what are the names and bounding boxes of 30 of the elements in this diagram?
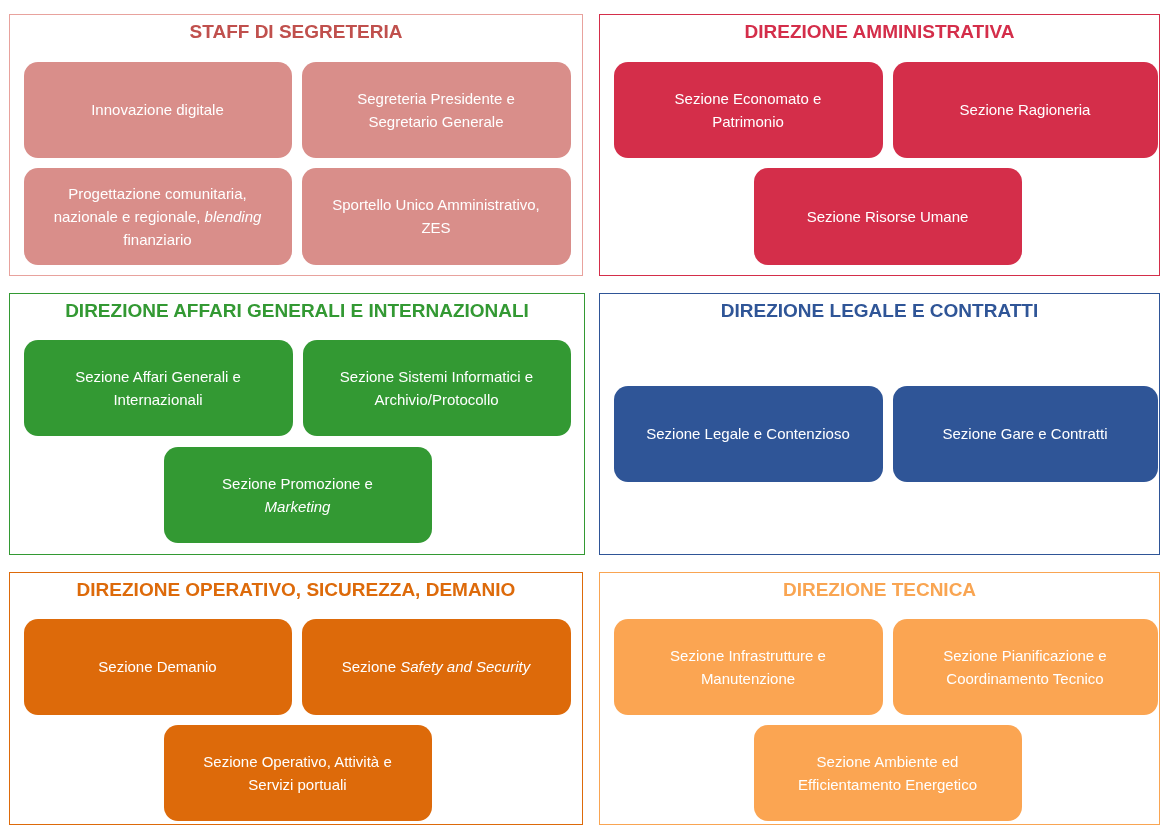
unit-box: Sezione Pianificazione e Coordinamento Tecnico [892, 618, 1158, 715]
section-panel [599, 14, 1160, 276]
section-panel [9, 293, 585, 555]
unit-box: Innovazione digitale [23, 61, 292, 158]
unit-box: Sezione Demanio [23, 618, 292, 715]
unit-box: Sezione Ambiente ed Efficientamento Energetico [753, 724, 1022, 821]
unit-box: Sezione Promozione e Marketing [163, 446, 432, 543]
section-title: STAFF DI SEGRETERIA [188, 21, 404, 43]
section-title: DIREZIONE OPERATIVO, SICUREZZA, DEMANIO [75, 579, 517, 601]
section-panel [9, 14, 583, 276]
section-panel [599, 572, 1160, 825]
unit-box: Sezione Ragioneria [892, 61, 1158, 158]
unit-box: Sezione Sistemi Informatici e Archivio/Protocollo [302, 339, 571, 436]
section-title: DIREZIONE LEGALE E CONTRATTI [719, 300, 1040, 322]
section-title: DIREZIONE TECNICA [781, 579, 978, 601]
section-panel [599, 293, 1160, 555]
unit-box: Sportello Unico Amministrativo, ZES [301, 167, 571, 265]
unit-box: Sezione Infrastrutture e Manutenzione [613, 618, 883, 715]
unit-box: Sezione Operativo, Attività e Servizi portuali [163, 724, 432, 821]
unit-box: Sezione Safety and Security [301, 618, 571, 715]
unit-box: Sezione Legale e Contenzioso [613, 385, 883, 482]
section-title: DIREZIONE AFFARI GENERALI E INTERNAZIONALI [64, 300, 530, 322]
section-title: DIREZIONE AMMINISTRATIVA [743, 21, 1016, 43]
unit-box: Progettazione comunitaria, nazionale e regionale, blending finanziario [23, 167, 292, 265]
unit-box: Sezione Economato e Patrimonio [613, 61, 883, 158]
unit-box: Segreteria Presidente e Segretario Generale [301, 61, 571, 158]
unit-box: Sezione Affari Generali e Internazionali [23, 339, 293, 436]
unit-box: Sezione Gare e Contratti [892, 385, 1158, 482]
unit-box: Sezione Risorse Umane [753, 167, 1022, 265]
section-panel [9, 572, 583, 825]
